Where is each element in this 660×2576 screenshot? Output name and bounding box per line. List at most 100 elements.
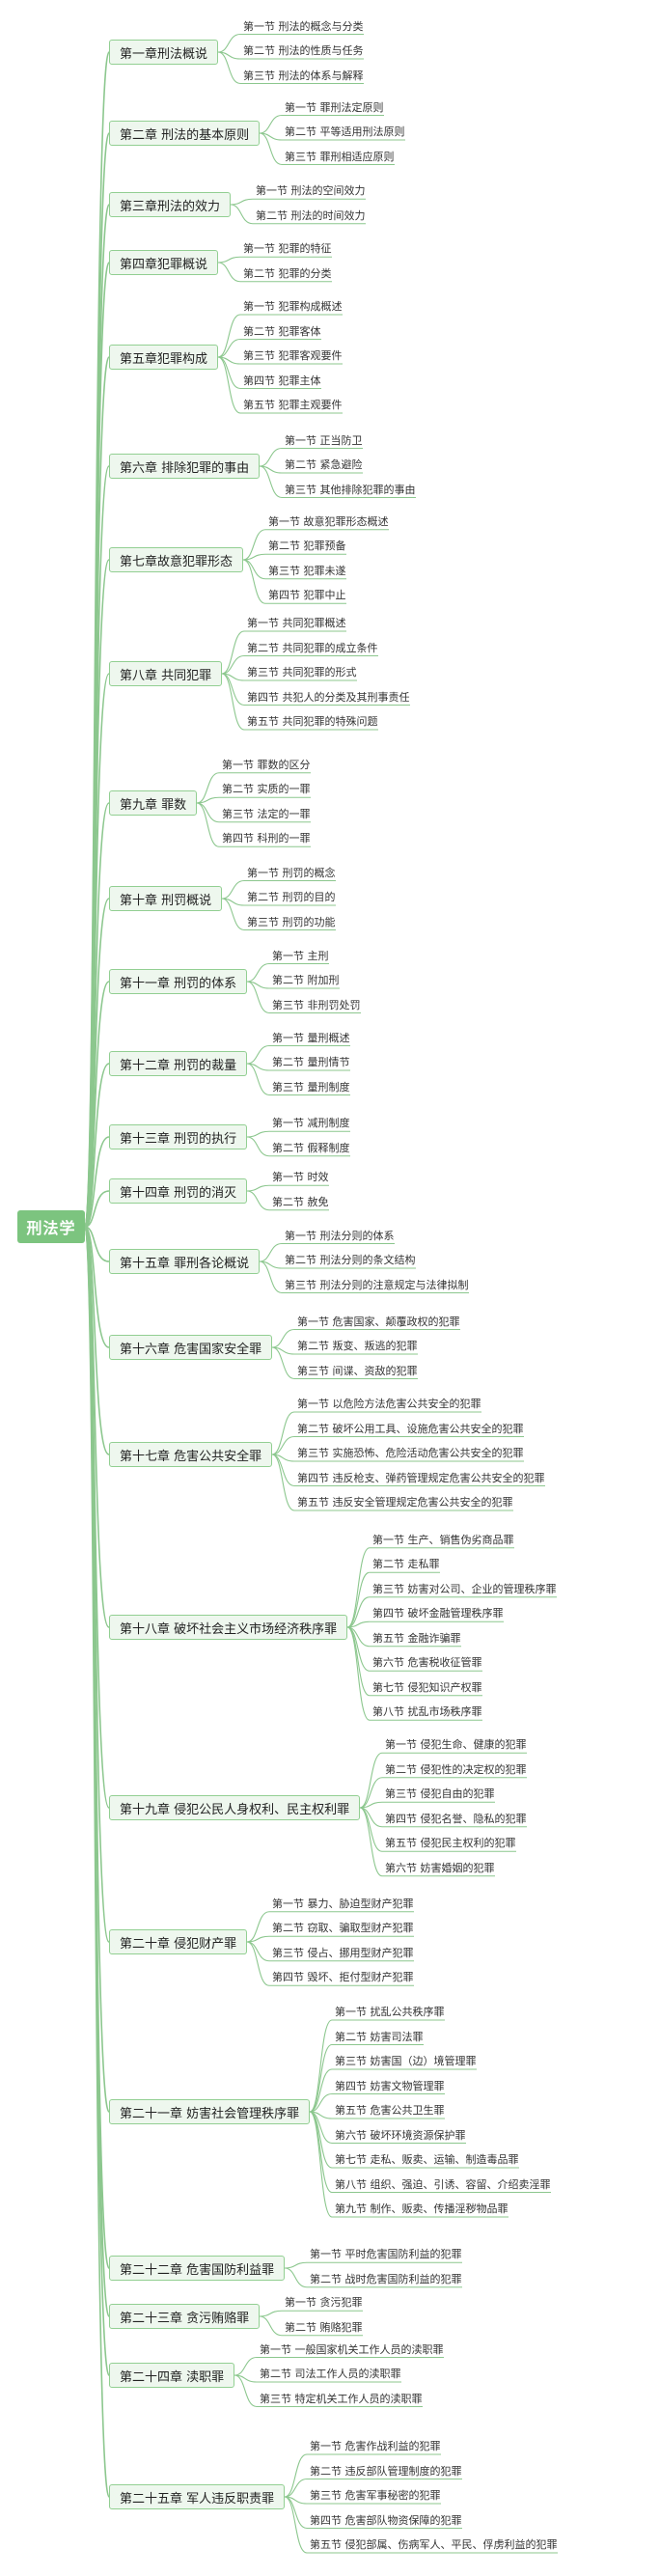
- section-item[interactable]: 第二节 紧急避险: [285, 458, 363, 471]
- section-item[interactable]: 第二节 战时危害国防利益的犯罪: [310, 2272, 462, 2285]
- section-item[interactable]: 第三节 共同犯罪的形式: [247, 666, 357, 679]
- section-item[interactable]: 第二节 破坏公用工具、设施危害公共安全的犯罪: [297, 1422, 524, 1435]
- section-item[interactable]: 第三节 其他排除犯罪的事由: [285, 483, 416, 496]
- section-item[interactable]: 第一节 侵犯生命、健康的犯罪: [385, 1738, 527, 1752]
- section-item[interactable]: 第二节 妨害司法罪: [335, 2030, 424, 2043]
- section-item[interactable]: 第四节 侵犯名誉、隐私的犯罪: [385, 1812, 527, 1825]
- section-item[interactable]: 第三节 特定机关工作人员的渎职罪: [260, 2392, 423, 2405]
- section-item[interactable]: 第三节 侵犯自由的犯罪: [385, 1787, 495, 1801]
- section-item[interactable]: 第二节 犯罪预备: [268, 540, 346, 553]
- chapter-node[interactable]: 第十九章 侵犯公民人身权利、民主权利罪: [109, 1795, 361, 1820]
- section-item[interactable]: 第三节 犯罪未遂: [268, 564, 346, 577]
- chapter-node[interactable]: 第六章 排除犯罪的事由: [109, 454, 261, 479]
- section-item[interactable]: 第二节 赦免: [272, 1195, 329, 1208]
- chapter-node[interactable]: 第九章 罪数: [109, 790, 198, 816]
- section-item[interactable]: 第二节 叛变、叛逃的犯罪: [297, 1340, 418, 1352]
- section-item[interactable]: 第四节 违反枪支、弹药管理规定危害公共安全的犯罪: [297, 1471, 545, 1484]
- section-item[interactable]: 第一节 量刑概述: [272, 1031, 350, 1044]
- section-item[interactable]: 第三节 罪刑相适应原则: [285, 150, 395, 163]
- section-item[interactable]: 第二节 犯罪客体: [243, 324, 321, 338]
- section-item[interactable]: 第三节 刑罚的功能: [247, 915, 336, 928]
- section-item[interactable]: 第一节 刑法分则的体系: [285, 1229, 395, 1242]
- section-item[interactable]: 第三节 刑法的体系与解释: [243, 69, 364, 82]
- chapter-node[interactable]: 第十七章 危害公共安全罪: [109, 1442, 273, 1467]
- section-item[interactable]: 第二节 刑法的时间效力: [256, 208, 366, 222]
- section-item[interactable]: 第五节 犯罪主观要件: [243, 399, 343, 411]
- section-item[interactable]: 第二节 刑法的性质与任务: [243, 44, 364, 57]
- section-item[interactable]: 第一节 减刑制度: [272, 1117, 350, 1130]
- chapter-node[interactable]: 第二十一章 妨害社会管理秩序罪: [109, 2099, 311, 2124]
- section-item[interactable]: 第三节 刑法分则的注意规定与法律拟制: [285, 1278, 469, 1291]
- chapter-node[interactable]: 第十八章 破坏社会主义市场经济秩序罪: [109, 1615, 348, 1640]
- chapter-node[interactable]: 第四章犯罪概说: [109, 250, 219, 275]
- section-item[interactable]: 第五节 违反安全管理规定危害公共安全的犯罪: [297, 1496, 513, 1509]
- section-item[interactable]: 第一节 危害作战利益的犯罪: [310, 2440, 441, 2452]
- section-item[interactable]: 第五节 危害公共卫生罪: [335, 2104, 445, 2117]
- section-item[interactable]: 第五节 侵犯民主权利的犯罪: [385, 1837, 516, 1850]
- section-item[interactable]: 第五节 共同犯罪的特殊问题: [247, 715, 378, 728]
- section-item[interactable]: 第三节 非刑罚处罚: [272, 998, 361, 1011]
- section-item[interactable]: 第一节 故意犯罪形态概述: [268, 514, 389, 528]
- section-item[interactable]: 第四节 妨害文物管理罪: [335, 2079, 445, 2092]
- section-item[interactable]: 第六节 破坏环境资源保护罪: [335, 2128, 466, 2142]
- section-item[interactable]: 第一节 扰乱公共秩序罪: [335, 2006, 445, 2018]
- chapter-node[interactable]: 第二十三章 贪污贿赂罪: [109, 2304, 261, 2329]
- section-item[interactable]: 第二节 假释制度: [272, 1141, 350, 1154]
- chapter-node[interactable]: 第二十五章 军人违反职责罪: [109, 2484, 286, 2509]
- section-item[interactable]: 第三节 间谍、资敌的犯罪: [297, 1364, 418, 1377]
- section-item[interactable]: 第一节 共同犯罪概述: [247, 617, 346, 629]
- section-item[interactable]: 第一节 刑法的空间效力: [256, 184, 366, 198]
- section-item[interactable]: 第二节 刑罚的目的: [247, 891, 336, 903]
- section-item[interactable]: 第六节 妨害婚姻的犯罪: [385, 1861, 495, 1874]
- chapter-node[interactable]: 第二章 刑法的基本原则: [109, 121, 261, 146]
- section-item[interactable]: 第三节 危害军事秘密的犯罪: [310, 2489, 441, 2502]
- chapter-node[interactable]: 第十四章 刑罚的消灭: [109, 1178, 248, 1204]
- section-item[interactable]: 第一节 时效: [272, 1171, 329, 1184]
- section-item[interactable]: 第二节 共同犯罪的成立条件: [247, 641, 378, 654]
- section-item[interactable]: 第二节 犯罪的分类: [243, 266, 332, 280]
- section-item[interactable]: 第一节 生产、销售伪劣商品罪: [372, 1533, 514, 1546]
- section-item[interactable]: 第八节 组织、强迫、引诱、容留、介绍卖淫罪: [335, 2177, 551, 2191]
- section-item[interactable]: 第三节 实施恐怖、危险活动危害公共安全的犯罪: [297, 1447, 524, 1459]
- section-item[interactable]: 第四节 毁坏、拒付型财产犯罪: [272, 1971, 414, 1984]
- section-item[interactable]: 第一节 暴力、胁迫型财产犯罪: [272, 1897, 414, 1910]
- section-item[interactable]: 第四节 犯罪中止: [268, 589, 346, 602]
- section-item[interactable]: 第四节 共犯人的分类及其刑事责任: [247, 690, 410, 704]
- chapter-node[interactable]: 第七章故意犯罪形态: [109, 547, 244, 572]
- chapter-node[interactable]: 第八章 共同犯罪: [109, 661, 223, 686]
- section-item[interactable]: 第二节 贿赂犯罪: [285, 2320, 363, 2334]
- section-item[interactable]: 第二节 量刑情节: [272, 1056, 350, 1068]
- section-item[interactable]: 第三节 妨害对公司、企业的管理秩序罪: [372, 1582, 557, 1595]
- section-item[interactable]: 第一节 正当防卫: [285, 433, 363, 447]
- section-item[interactable]: 第二节 附加刑: [272, 974, 340, 986]
- section-item[interactable]: 第一节 一般国家机关工作人员的渎职罪: [260, 2342, 444, 2356]
- section-item[interactable]: 第四节 破坏金融管理秩序罪: [372, 1607, 504, 1620]
- section-item[interactable]: 第二节 走私罪: [372, 1558, 440, 1571]
- chapter-node[interactable]: 第十二章 刑罚的裁量: [109, 1051, 248, 1076]
- section-item[interactable]: 第二节 刑法分则的条文结构: [285, 1254, 416, 1266]
- section-item[interactable]: 第三节 妨害国（边）境管理罪: [335, 2055, 477, 2067]
- section-item[interactable]: 第七节 走私、贩卖、运输、制造毒品罪: [335, 2153, 519, 2166]
- section-item[interactable]: 第一节 刑法的概念与分类: [243, 19, 364, 33]
- chapter-node[interactable]: 第二十二章 危害国防利益罪: [109, 2256, 286, 2281]
- section-item[interactable]: 第二节 实质的一罪: [222, 783, 311, 796]
- section-item[interactable]: 第五节 侵犯部属、伤病军人、平民、俘虏利益的犯罪: [310, 2538, 558, 2551]
- section-item[interactable]: 第二节 窃取、骗取型财产犯罪: [272, 1922, 414, 1935]
- section-item[interactable]: 第一节 罪数的区分: [222, 758, 311, 771]
- section-item[interactable]: 第一节 平时危害国防利益的犯罪: [310, 2248, 462, 2261]
- section-item[interactable]: 第四节 犯罪主体: [243, 374, 321, 387]
- section-item[interactable]: 第一节 主刑: [272, 949, 329, 962]
- section-item[interactable]: 第三节 量刑制度: [272, 1080, 350, 1094]
- chapter-node[interactable]: 第十六章 危害国家安全罪: [109, 1335, 273, 1360]
- chapter-node[interactable]: 第二十四章 渎职罪: [109, 2363, 235, 2388]
- root-node[interactable]: 刑法学: [17, 1210, 85, 1243]
- section-item[interactable]: 第二节 平等适用刑法原则: [285, 125, 405, 138]
- section-item[interactable]: 第二节 侵犯性的决定权的犯罪: [385, 1762, 527, 1776]
- section-item[interactable]: 第三节 犯罪客观要件: [243, 349, 343, 362]
- section-item[interactable]: 第七节 侵犯知识产权罪: [372, 1680, 482, 1694]
- section-item[interactable]: 第四节 危害部队物资保障的犯罪: [310, 2513, 462, 2527]
- section-item[interactable]: 第二节 司法工作人员的渎职罪: [260, 2368, 401, 2380]
- chapter-node[interactable]: 第十章 刑罚概说: [109, 886, 223, 911]
- section-item[interactable]: 第一节 刑罚的概念: [247, 866, 336, 879]
- section-item[interactable]: 第一节 犯罪构成概述: [243, 300, 343, 313]
